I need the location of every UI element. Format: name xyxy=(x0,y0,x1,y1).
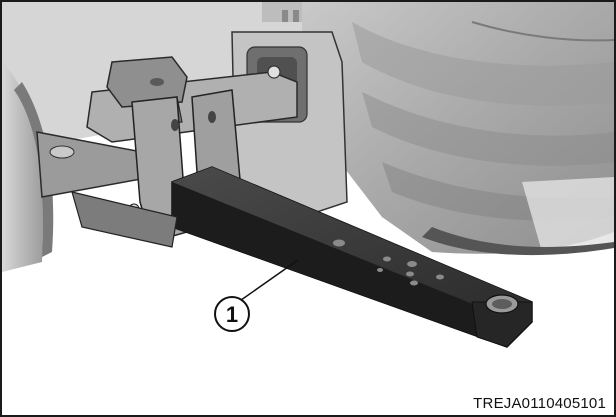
image-code: TREJA0110405101 xyxy=(473,395,606,412)
bolt-icon xyxy=(267,65,281,79)
callout-circle xyxy=(214,296,250,332)
callout-number: 1 xyxy=(226,302,238,327)
callout-leader-line xyxy=(233,259,299,306)
left-tire xyxy=(2,62,43,272)
